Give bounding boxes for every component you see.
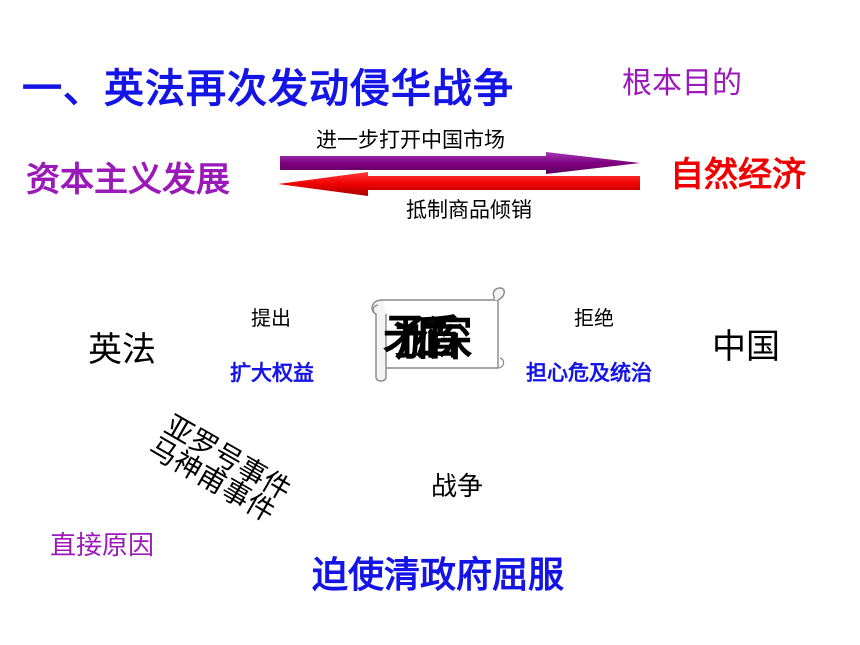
expand-rights-label: 扩大权益 <box>230 361 314 385</box>
natural-economy-label: 自然经济 <box>670 155 806 195</box>
relation-arrows <box>278 152 640 196</box>
deepen-word: 加深 <box>395 312 473 366</box>
china-label: 中国 <box>712 327 780 367</box>
arrow-right <box>280 152 640 174</box>
capitalism-development-label: 资本主义发展 <box>26 160 230 200</box>
slide-title: 一、英法再次发动侵华战争 <box>22 66 514 112</box>
root-goal-label: 根本目的 <box>622 66 742 101</box>
propose-label: 提出 <box>251 306 291 330</box>
contradiction-overlap-text: 加深 <box>395 303 473 369</box>
arrow-left <box>278 172 640 196</box>
open-market-text: 进一步打开中国市场 <box>316 128 505 152</box>
resist-dumping-text: 抵制商品倾销 <box>406 198 532 222</box>
fear-rule-label: 担心危及统治 <box>526 361 652 385</box>
britain-france-label: 英法 <box>88 330 156 370</box>
contradiction-scroll-icon <box>371 287 505 382</box>
refuse-label: 拒绝 <box>574 306 614 330</box>
direct-cause-label: 直接原因 <box>50 531 155 561</box>
war-label: 战争 <box>431 472 484 502</box>
force-qing-label: 迫使清政府屈服 <box>312 555 565 596</box>
